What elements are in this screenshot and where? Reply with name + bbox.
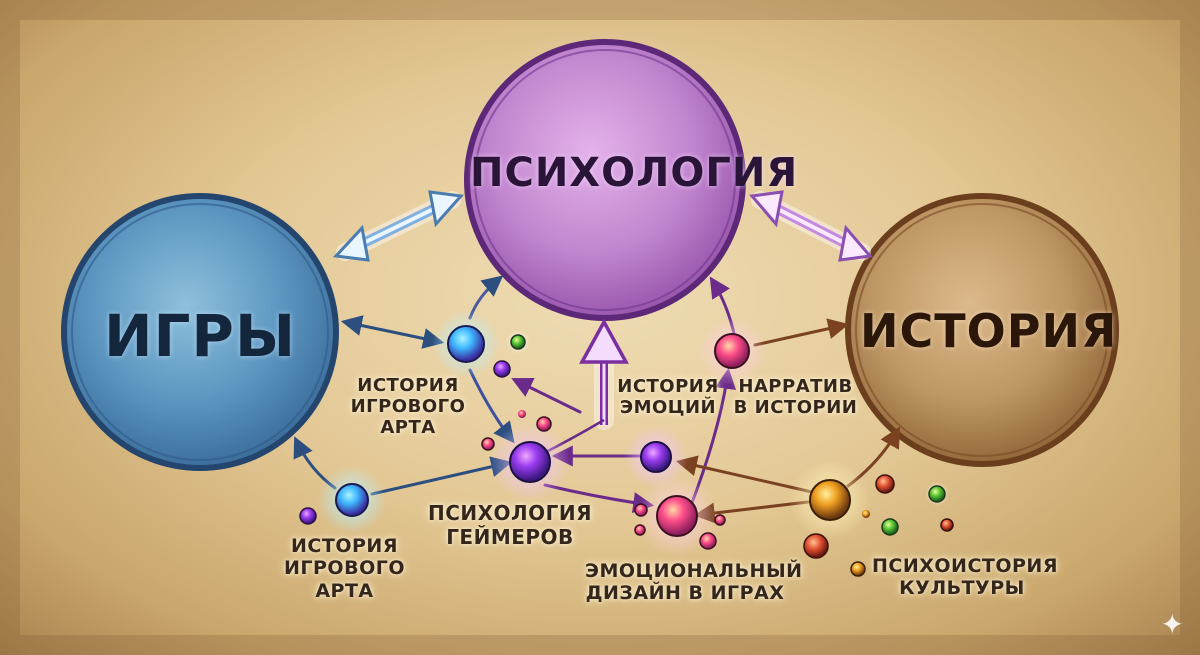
satellite-dots xyxy=(299,330,954,577)
label-line: ЭМОЦИОНАЛЬНЫЙ xyxy=(585,560,803,582)
node-gamer-psychology xyxy=(490,422,570,502)
node-emotional-design xyxy=(637,476,717,556)
psychology-circle xyxy=(464,39,746,321)
label-line: ИСТОРИЯ xyxy=(357,375,459,396)
label-line: АРТА xyxy=(315,579,374,602)
arrow-to-top-node xyxy=(511,377,582,414)
label-game-art-history-bottom: ИСТОРИЯ ИГРОВОГО АРТА xyxy=(282,535,407,602)
label-line: ИСТОРИЯ xyxy=(291,535,398,557)
label-culture-psychohistory: ПСИХОИСТОРИЯ КУЛЬТУРЫ xyxy=(872,555,1058,600)
arrow-node-gamer-psy xyxy=(468,368,515,444)
arrow-bottom-node-gamer-psy xyxy=(370,456,513,496)
label-line: В ИСТОРИИ xyxy=(733,397,858,419)
label-line: ИСТОРИЯ xyxy=(617,376,719,397)
label-line: ИГРОВОГО xyxy=(284,557,405,580)
label-line: ЭМОЦИЙ xyxy=(619,397,717,419)
arrow-culture-emotion xyxy=(675,455,814,494)
node-emotion-history xyxy=(624,425,688,489)
psychology-title: ПСИХОЛОГИЯ xyxy=(470,150,799,196)
label-line: ГЕЙМЕРОВ xyxy=(446,524,574,549)
label-narrative-history: НАРРАТИВ В ИСТОРИИ xyxy=(728,376,863,418)
label-emotion-history: ИСТОРИЯ ЭМОЦИЙ xyxy=(616,376,720,418)
label-game-art-history-top: ИСТОРИЯ ИГРОВОГО АРТА xyxy=(348,375,468,439)
label-line: ПСИХОИСТОРИЯ xyxy=(872,555,1058,577)
label-line: ИГРОВОГО xyxy=(350,396,466,418)
label-line: АРТА xyxy=(380,417,436,439)
psychology-history-double-arrow xyxy=(749,190,873,262)
label-line: ПСИХОЛОГИЯ xyxy=(427,501,593,525)
history-title: ИСТОРИЯ xyxy=(860,304,1118,358)
node-game-art-bottom xyxy=(318,466,386,534)
node-game-art-top xyxy=(432,310,500,378)
arrow-node-games xyxy=(340,315,445,349)
label-line: НАРРАТИВ xyxy=(738,376,853,397)
sparkle-icon: ✦ xyxy=(1160,608,1184,641)
label-gamer-psychology: ПСИХОЛОГИЯ ГЕЙМЕРОВ xyxy=(425,501,595,549)
big-up-arrow xyxy=(579,318,629,430)
label-line: ДИЗАЙН В ИГРАХ xyxy=(585,582,785,605)
games-circle xyxy=(61,193,339,471)
arrow-narrative-history xyxy=(753,318,850,347)
node-culture-psychohistory xyxy=(790,460,870,540)
label-line: КУЛЬТУРЫ xyxy=(899,577,1025,600)
games-title: ИГРЫ xyxy=(103,302,297,370)
node-narrative-history xyxy=(698,317,766,385)
label-emotional-design: ЭМОЦИОНАЛЬНЫЙ ДИЗАЙН В ИГРАХ xyxy=(585,560,803,605)
games-psychology-double-arrow xyxy=(332,190,465,262)
